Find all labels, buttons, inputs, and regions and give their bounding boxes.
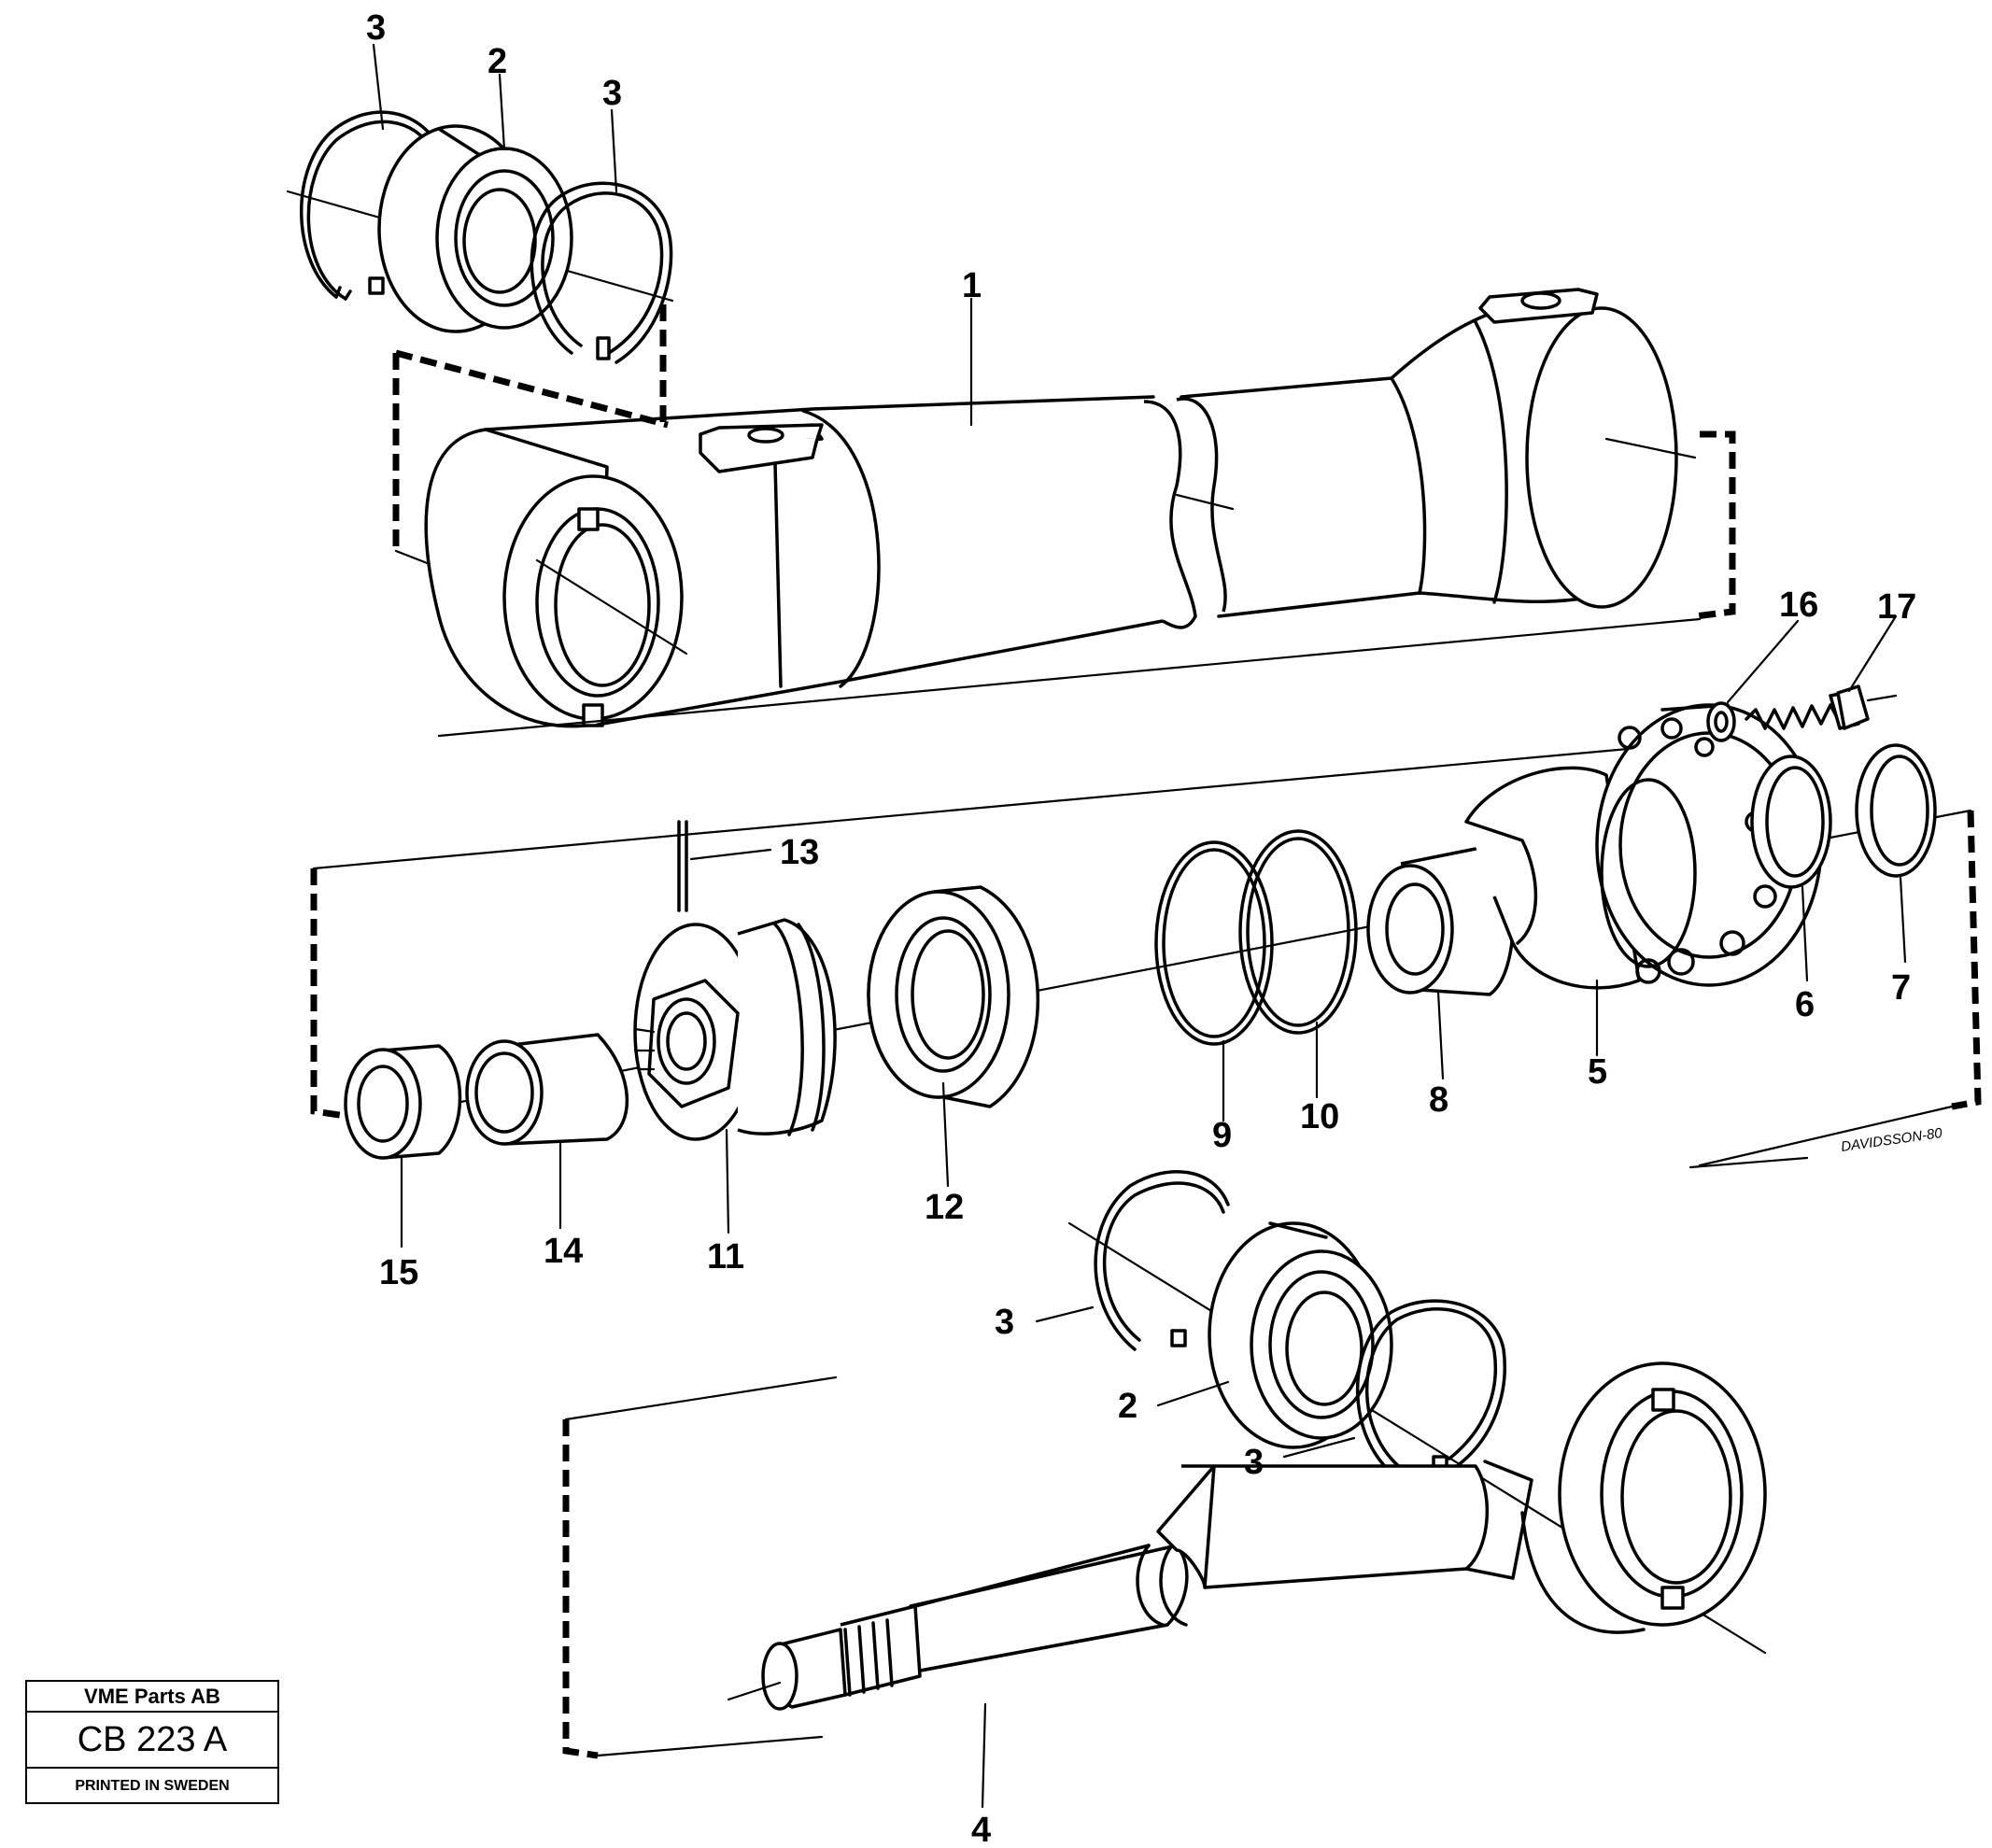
drawing-code: CB 223 A [27,1713,277,1769]
callout-17: 17 [1877,587,1916,627]
dashed-leader-top-right [1694,430,1736,620]
washer-part-16 [1706,701,1736,742]
callout-14: 14 [544,1232,583,1271]
guide-bushing-part-8 [1366,843,1515,996]
callout-8: 8 [1429,1080,1448,1120]
callout-3: 3 [1244,1443,1264,1482]
piston-part-11 [633,820,837,1141]
callout-4: 4 [971,1811,991,1848]
wiper-ring-part-7 [1855,743,1937,878]
callout-7: 7 [1891,968,1911,1008]
callout-numbers: 3 2 3 1 16 17 13 9 10 8 5 6 7 15 14 11 1… [366,8,1916,1848]
spherical-bearing-part-2-top [377,124,573,333]
dashed-leader-top-left [392,301,669,551]
company-name: VME Parts AB [27,1682,277,1713]
callout-2: 2 [1118,1387,1137,1426]
callout-13: 13 [780,833,819,872]
snap-ring-part-3-bottom-left [1094,1169,1230,1351]
callout-16: 16 [1779,585,1818,625]
sleeve-part-14 [465,1033,629,1146]
snap-ring-part-3-bottom-right [1356,1299,1506,1482]
callout-leaders [372,43,1907,1809]
snap-ring-part-3-top-left [300,110,441,301]
callout-5: 5 [1588,1052,1607,1092]
dashed-leader-bottom-left [562,1419,599,1759]
dashed-leader-middle-right [1951,810,1982,1110]
spherical-bearing-part-2-bottom [1208,1221,1393,1449]
callout-3: 3 [366,8,386,48]
title-block: VME Parts AB CB 223 A PRINTED IN SWEDEN [25,1680,279,1804]
callout-10: 10 [1300,1097,1339,1136]
wiper-ring-part-6 [1750,755,1832,889]
piston-seal-part-12 [867,885,1039,1108]
snap-ring-part-3-top-right [530,181,673,364]
callout-12: 12 [925,1188,964,1227]
top-bearing-assembly [286,110,674,364]
lock-nut-part-15 [344,1044,462,1160]
callout-11: 11 [707,1237,744,1277]
backup-ring-part-10 [1238,829,1358,1035]
printed-in: PRINTED IN SWEDEN [75,1778,230,1794]
callout-1: 1 [962,266,982,305]
callout-6: 6 [1795,985,1815,1024]
callout-3: 3 [602,74,622,113]
callout-15: 15 [379,1253,418,1292]
callout-2: 2 [487,42,507,81]
callout-9: 9 [1212,1116,1232,1155]
piston-rod-part-4 [727,1361,1767,1711]
cylinder-barrel-part-1 [394,288,1697,728]
o-ring-part-9 [1154,840,1274,1046]
callout-3: 3 [995,1303,1014,1342]
screw-part-17 [1745,684,1898,730]
dashed-leader-middle-left [310,868,346,1120]
